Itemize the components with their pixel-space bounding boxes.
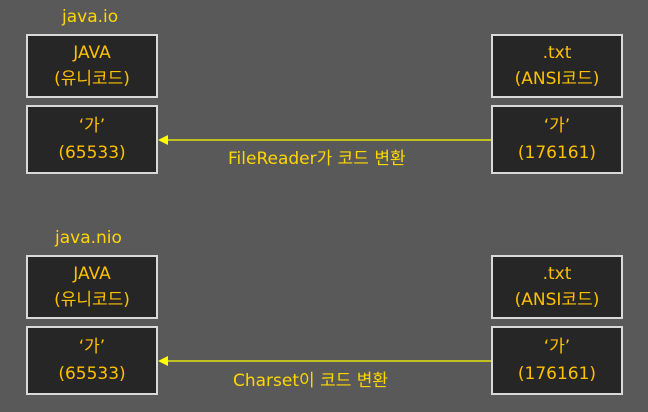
char-label: ‘가’	[543, 116, 571, 137]
java-char-value-box-nio: ‘가’ (65533)	[26, 326, 158, 395]
box-sublabel: (ANSI코드)	[514, 69, 600, 89]
char-label: ‘가’	[543, 337, 571, 358]
code-value: (65533)	[58, 363, 126, 384]
conversion-arrow-io	[158, 135, 491, 145]
java-char-value-box-io: ‘가’ (65533)	[26, 105, 158, 174]
arrow-caption-io: FileReader가 코드 변환	[228, 149, 406, 169]
box-label: JAVA	[73, 263, 111, 284]
code-value: (176161)	[517, 363, 597, 384]
arrow-caption-nio: Charset이 코드 변환	[233, 371, 389, 391]
java-unicode-box-io: JAVA (유니코드)	[26, 34, 158, 98]
conversion-arrow-nio	[158, 356, 491, 366]
txt-ansi-box-nio: .txt (ANSI코드)	[491, 255, 623, 319]
box-label: .txt	[542, 263, 572, 284]
txt-char-value-box-io: ‘가’ (176161)	[491, 105, 623, 174]
box-sublabel: (ANSI코드)	[514, 290, 600, 310]
txt-char-value-box-nio: ‘가’ (176161)	[491, 326, 623, 395]
box-sublabel: (유니코드)	[54, 69, 130, 89]
box-label: .txt	[542, 42, 572, 63]
char-label: ‘가’	[78, 337, 106, 358]
code-value: (65533)	[58, 142, 126, 163]
box-sublabel: (유니코드)	[54, 290, 130, 310]
char-label: ‘가’	[78, 116, 106, 137]
txt-ansi-box-io: .txt (ANSI코드)	[491, 34, 623, 98]
code-value: (176161)	[517, 142, 597, 163]
section-title-java-nio: java.nio	[55, 228, 122, 248]
section-title-java-io: java.io	[62, 7, 119, 27]
java-unicode-box-nio: JAVA (유니코드)	[26, 255, 158, 319]
box-label: JAVA	[73, 42, 111, 63]
